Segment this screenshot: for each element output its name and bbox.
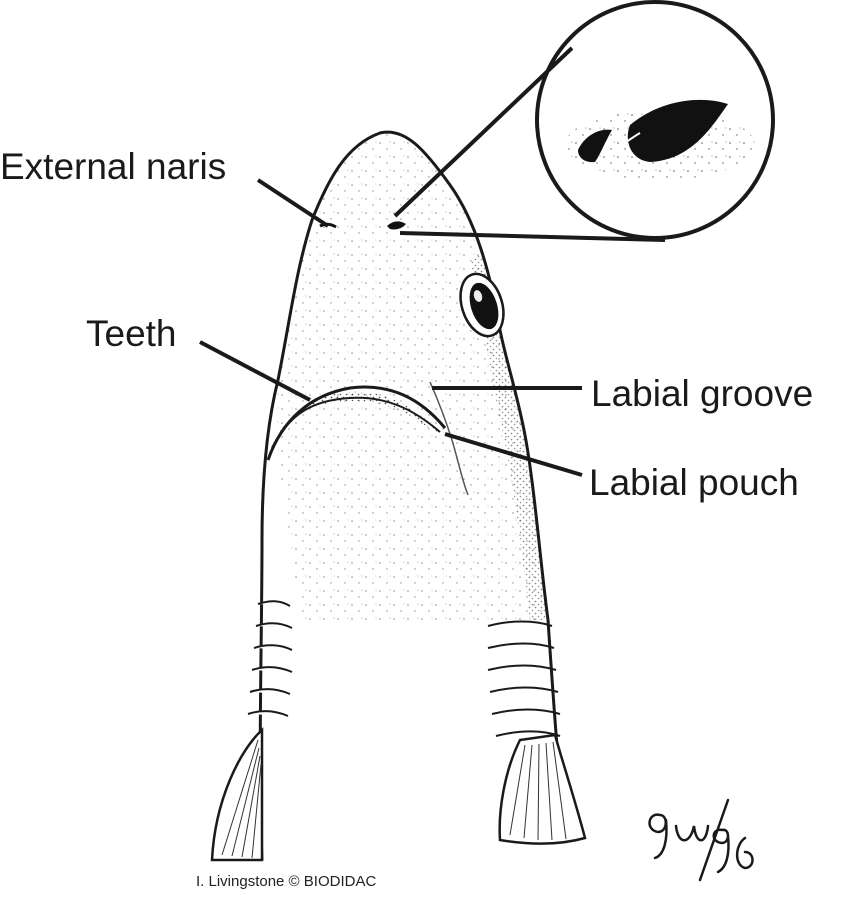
inset-connector-lower (399, 231, 666, 242)
naris-inset (535, 0, 775, 240)
gill-slits-left (247, 600, 293, 717)
label-teeth: Teeth (86, 313, 177, 354)
inset-connector-upper (393, 46, 574, 218)
label-labial-pouch: Labial pouch (589, 462, 799, 503)
leader-teeth (199, 340, 311, 402)
labial-fold (429, 381, 469, 496)
artist-signature (648, 798, 754, 882)
credit-text: I. Livingstone © BIODIDAC (196, 873, 377, 890)
shark-head (210, 130, 587, 862)
mouth (266, 381, 469, 496)
nostril-right (387, 221, 406, 230)
eye (459, 272, 505, 338)
label-external-naris: External naris (0, 146, 227, 187)
leader-external-naris (256, 178, 330, 228)
pectoral-fin-left (210, 727, 264, 862)
pectoral-fin-right (498, 733, 587, 845)
label-labial-groove: Labial groove (591, 373, 814, 414)
gill-slits-right (487, 620, 561, 737)
leader-labial-pouch (444, 432, 583, 477)
